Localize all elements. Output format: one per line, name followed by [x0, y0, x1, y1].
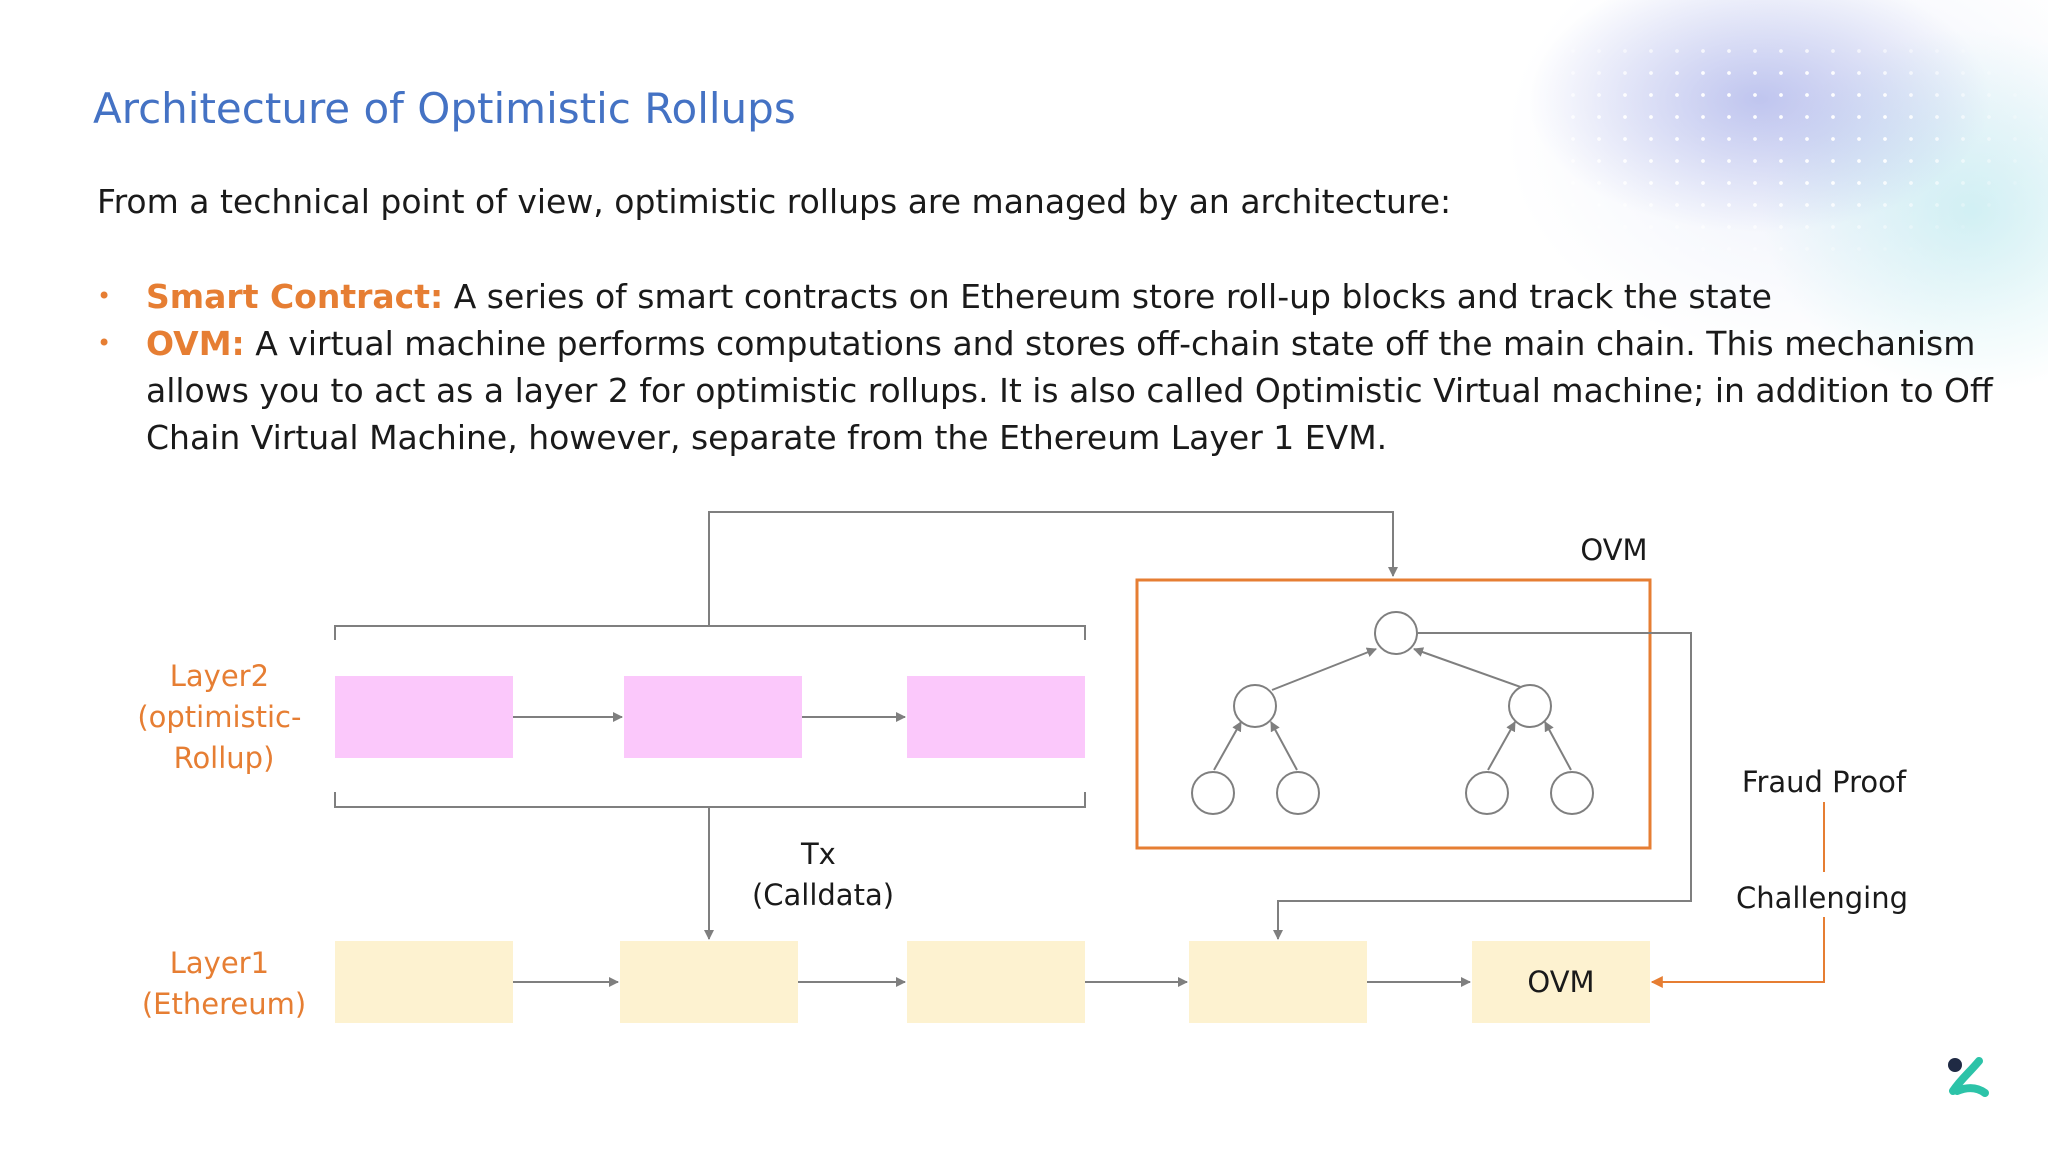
- layer2-to-ovm-connector: [708, 511, 1398, 626]
- bullet-ovm: • OVM: A virtual machine performs computa…: [97, 320, 1997, 461]
- tree-node: [1550, 771, 1594, 815]
- ovm-box-label: OVM: [1580, 533, 1647, 567]
- layer1-label: Layer1 (Ethereum): [142, 946, 306, 1021]
- bullet-text: A virtual machine performs computations …: [146, 324, 1993, 457]
- tree-node: [1191, 771, 1235, 815]
- layer2-block: [624, 676, 802, 758]
- layer2-label: Layer2 (optimistic- Rollup): [137, 659, 310, 775]
- brand-logo-icon: [1948, 1057, 1989, 1097]
- layer1-block: [907, 941, 1085, 1023]
- bullet-smart-contract: • Smart Contract: A series of smart contr…: [97, 273, 1997, 320]
- bullet-term: OVM:: [146, 324, 245, 363]
- bullet-list: • Smart Contract: A series of smart contr…: [97, 273, 1997, 461]
- tree-node: [1508, 684, 1552, 728]
- bullet-text: A series of smart contracts on Ethereum …: [443, 277, 1772, 316]
- intro-text: From a technical point of view, optimist…: [97, 182, 1452, 221]
- ovm-box: [1135, 578, 1652, 850]
- bullet-term: Smart Contract:: [146, 277, 444, 316]
- layer2-block: [907, 676, 1085, 758]
- state-tree: [1213, 647, 1572, 771]
- ovm-block-label: OVM: [1527, 965, 1594, 999]
- tree-node: [1233, 684, 1277, 728]
- layer1-block: [1189, 941, 1367, 1023]
- tree-node: [1465, 771, 1509, 815]
- tx-label: Tx (Calldata): [752, 837, 894, 912]
- ovm-to-layer1-connector: [1273, 632, 1692, 940]
- fraud-proof-label: Fraud Proof: [1742, 765, 1907, 799]
- tree-node: [1276, 771, 1320, 815]
- ovm-block: [1472, 941, 1650, 1023]
- bullet-dot-icon: •: [97, 282, 112, 310]
- layer2-block: [335, 676, 513, 758]
- challenging-label: Challenging: [1736, 881, 1908, 915]
- tree-node: [1374, 611, 1418, 655]
- layer1-block: [335, 941, 513, 1023]
- layer1-block: [620, 941, 798, 1023]
- bullet-dot-icon: •: [97, 329, 112, 357]
- challenging-arrow: [1650, 917, 1825, 988]
- state-tree-nodes: [1191, 611, 1594, 815]
- page-title: Architecture of Optimistic Rollups: [93, 84, 796, 133]
